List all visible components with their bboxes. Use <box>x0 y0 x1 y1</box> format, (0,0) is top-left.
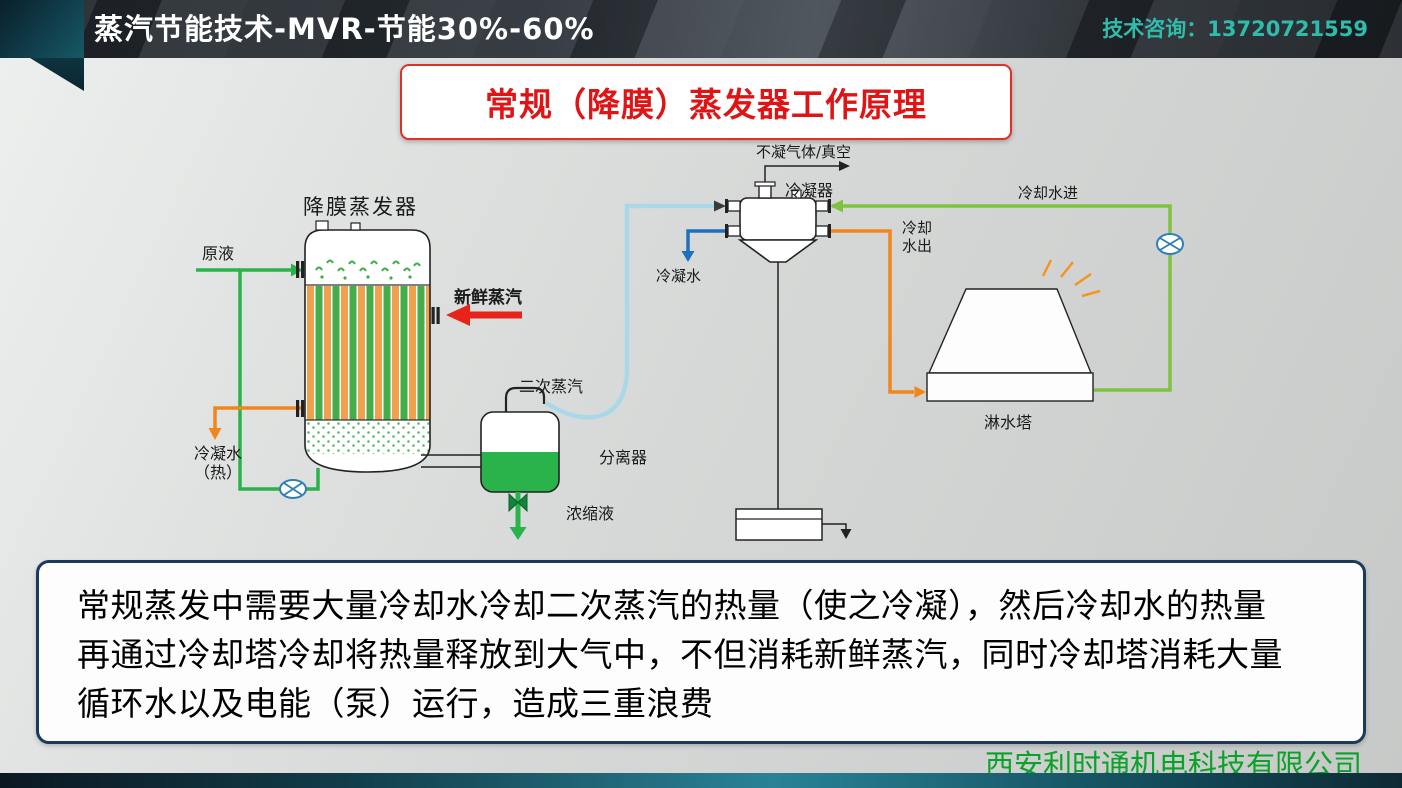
label-noncondensable: 不凝气体/真空 <box>756 143 851 161</box>
contact-phone: 技术咨询：13720721559 <box>1102 17 1368 41</box>
label-condensate: 冷凝水 <box>656 267 701 285</box>
pump-symbol <box>279 479 307 499</box>
label-cooling-out-1: 冷却 <box>902 219 932 237</box>
condenser-vessel <box>725 181 831 263</box>
concentrate-line <box>508 492 528 540</box>
flange-bars <box>296 261 440 417</box>
concentrate-valve <box>508 492 528 513</box>
secondary-steam-line <box>544 200 726 420</box>
footer-bar <box>0 773 1402 788</box>
heat-rays-icon <box>1041 259 1101 298</box>
label-separator: 分离器 <box>599 448 647 467</box>
explanation-line-3: 循环水以及电能（泵）运行，造成三重浪费 <box>77 684 714 723</box>
label-fresh-steam: 新鲜蒸汽 <box>454 287 522 308</box>
diagram-title: 常规（降膜）蒸发器工作原理 <box>485 85 927 124</box>
fresh-steam-arrow <box>446 304 522 326</box>
evaporator-vessel <box>296 220 440 473</box>
condensate-line <box>681 229 725 262</box>
raw-liquid-circulation-line <box>196 268 320 491</box>
page-title: 蒸汽节能技术-MVR-节能30%-60% <box>94 12 595 46</box>
header-accent-shape <box>0 0 84 58</box>
cooling-water-in-line <box>830 199 1172 392</box>
cooling-water-out-line <box>830 229 926 398</box>
label-condensate-hot-1: 冷凝水 <box>194 444 242 463</box>
label-concentrate: 浓缩液 <box>566 504 614 523</box>
label-cooling-out-2: 水出 <box>902 237 932 255</box>
spray-marks <box>315 259 421 272</box>
label-raw-liquid: 原液 <box>202 244 234 263</box>
label-secondary-steam: 二次蒸汽 <box>519 377 583 396</box>
vacuum-line <box>764 161 850 184</box>
explanation-line-1: 常规蒸发中需要大量冷却水冷却二次蒸汽的热量（使之冷凝），然后冷却水的热量 <box>77 586 1267 625</box>
label-cooling-in: 冷却水进 <box>1018 184 1078 202</box>
label-condenser: 冷凝器 <box>785 181 833 200</box>
explanation-line-2: 再通过冷却塔冷却将热量释放到大气中，不但消耗新鲜蒸汽，同时冷却塔消耗大量 <box>77 635 1283 674</box>
valve-symbol <box>1156 233 1184 255</box>
label-spray-tower: 淋水塔 <box>984 413 1032 432</box>
header-bar: 蒸汽节能技术-MVR-节能30%-60% 技术咨询：13720721559 <box>0 0 1402 58</box>
spray-tower <box>926 259 1101 402</box>
separator-vessel <box>480 386 560 493</box>
label-condensate-hot-2: （热） <box>194 463 242 482</box>
evaporator-separator-pipe <box>421 454 484 468</box>
label-evaporator: 降膜蒸发器 <box>303 195 418 219</box>
process-diagram: 降膜蒸发器 原液 新鲜蒸汽 冷凝水 （热） 二次蒸汽 分离器 浓缩液 不凝气体/… <box>194 143 1184 541</box>
hot-condensate-line <box>208 406 305 440</box>
water-tank <box>735 508 852 541</box>
explanation-box: 常规蒸发中需要大量冷却水冷却二次蒸汽的热量（使之冷凝），然后冷却水的热量 再通过… <box>36 560 1366 744</box>
diagram-title-box: 常规（降膜）蒸发器工作原理 <box>400 64 1012 140</box>
